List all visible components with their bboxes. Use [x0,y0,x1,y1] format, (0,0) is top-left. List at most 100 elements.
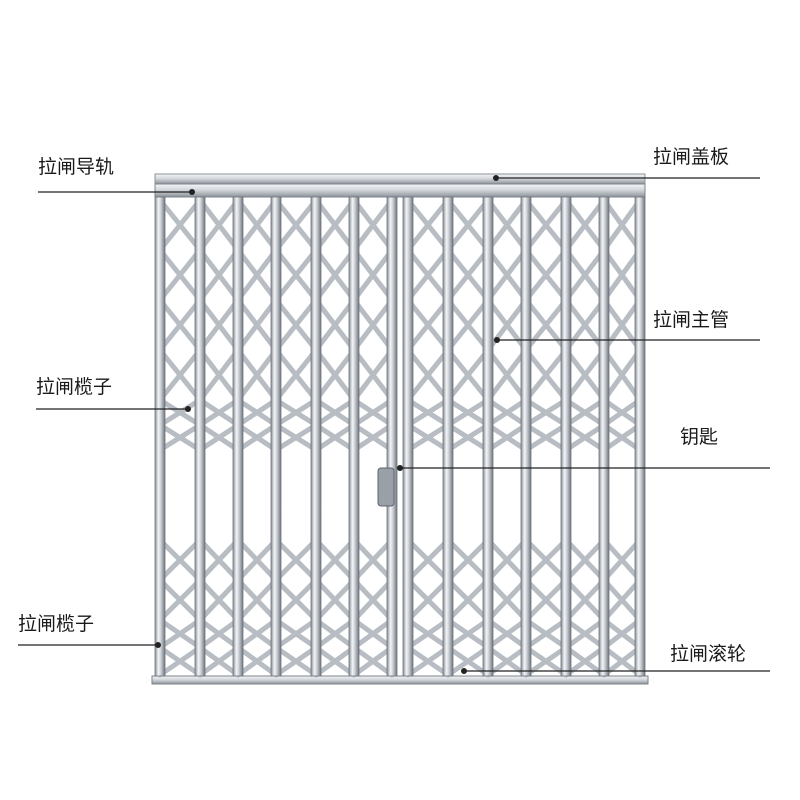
lattice-bar [350,537,395,623]
lattice-bar [445,197,492,303]
gate-bottom-track [151,675,649,685]
lattice-bar [313,297,358,403]
lattice-bar [563,617,609,678]
lattice-bar [403,397,451,453]
lattice-bar [351,537,396,623]
lattice-bar [271,617,319,678]
lattice-bar [197,197,242,303]
lattice-bar [312,197,357,303]
lattice-bar [485,297,530,403]
lattice-bar [313,397,359,453]
gate-lock [377,467,395,507]
lattice-bar [563,297,608,403]
lattice-bar [351,397,397,453]
lattice-bar [563,197,608,303]
lattice-bar [443,397,491,453]
lattice-bar [349,617,395,678]
lattice-bar [404,197,451,303]
lattice-bar [561,617,607,678]
lattice-bar [235,397,281,453]
lattice-bar [351,197,396,303]
lattice-bar [350,197,395,303]
lattice-bar [523,397,571,453]
lattice-bar [601,617,645,678]
lattice-bar [485,537,530,623]
lattice-bar [350,297,395,403]
lattice-bar [313,537,358,623]
main-tube [402,196,414,677]
lattice-bar [563,537,608,623]
lattice-bar [444,297,491,403]
main-tube [520,196,532,677]
main-tube [270,196,282,677]
lattice-bar [197,397,243,453]
lattice-bar [234,197,279,303]
lattice-bar [444,537,491,623]
lattice-bar [405,617,453,678]
lattice-bar [445,537,492,623]
lattice-bar [523,537,570,623]
lattice-bar [601,397,645,453]
lattice-bar [599,397,643,453]
main-tube [348,196,360,677]
lattice-bar [484,297,529,403]
lattice-bar [195,617,241,678]
lattice-bar [404,537,451,623]
lattice-bar [405,297,452,403]
lattice-bar [196,537,241,623]
main-tube [310,196,322,677]
lattice-bar [445,297,492,403]
lattice-bar [561,397,607,453]
lattice-bar [155,617,203,678]
lattice-bar [484,537,529,623]
lattice-bar [523,197,570,303]
lattice-bar [405,537,452,623]
callout-lines [18,177,770,672]
lattice-bar [312,297,357,403]
lattice-bar [272,197,319,303]
lattice-bar [157,297,204,403]
lattice-bar [273,197,320,303]
lattice-bar [233,397,279,453]
main-tube [194,196,206,677]
lattice-bar [483,397,529,453]
lattice-bar [157,537,204,623]
lattice-bar [271,397,319,453]
lattice-bar [234,297,279,403]
lattice-bar [600,297,643,403]
lattice-bar [313,617,359,678]
lattice-bar [157,397,205,453]
main-tube [634,196,646,677]
lattice-bar [404,297,451,403]
lattice-bar [351,297,396,403]
lattice-bar [521,617,569,678]
lattice-bar [522,537,569,623]
lattice-bar [403,617,451,678]
label-roller: 拉闸滚轮 [670,643,747,665]
lattice-bar [311,617,357,678]
lattice-bar [195,397,241,453]
main-tube [560,196,572,677]
lattice-bar [273,397,321,453]
lattice-bar [485,617,531,678]
lattice-bar [485,397,531,453]
main-tube [232,196,244,677]
lattice-bar [312,537,357,623]
lattice-bar [273,297,320,403]
lattice-bar [485,197,530,303]
lattice-bar [272,297,319,403]
lattice-bar [233,617,279,678]
lattice-bar [235,197,280,303]
callout-dots [155,175,500,674]
lattice-bar [600,537,643,623]
lattice-bar [349,397,395,453]
main-tube [442,196,454,677]
main-tube [482,196,494,677]
lattice-bar [445,617,493,678]
lattice-bar [351,617,397,678]
lattice-bar [445,397,493,453]
lattice-bar [156,537,203,623]
lattice-bar [484,197,529,303]
label-bar-lower: 拉闸榄子 [18,613,95,635]
